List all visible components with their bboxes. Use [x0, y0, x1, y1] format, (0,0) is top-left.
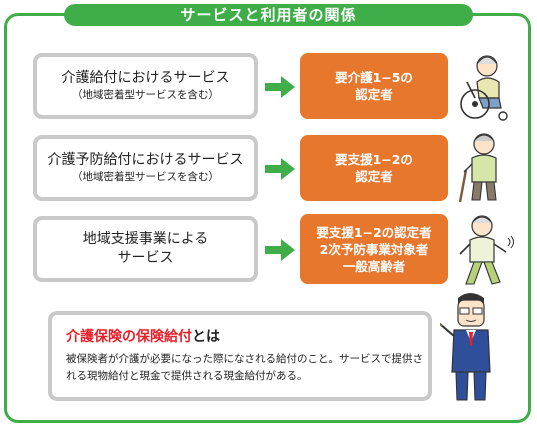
- target-line: 認定者: [355, 87, 393, 102]
- arrow-right-icon: [265, 158, 295, 180]
- service-label: 介護予防給付におけるサービス: [47, 152, 244, 168]
- elderly-walking-icon: [459, 215, 514, 285]
- target-box-community: 要支援1−2の認定者 2次予防事業対象者 一般高齢者: [300, 214, 448, 284]
- target-box-care-level: 要介護1−5の 認定者: [300, 53, 448, 119]
- definition-title-highlight: 介護保険の保険給付: [66, 329, 192, 345]
- teacher-pointer-icon: [440, 293, 491, 401]
- service-sublabel: （地域密着型サービスを含む）: [72, 171, 219, 183]
- elderly-wheelchair-icon: [460, 55, 508, 121]
- target-line: 一般高齢者: [342, 258, 406, 274]
- service-box-care-benefits: 介護給付におけるサービス （地域密着型サービスを含む）: [33, 53, 258, 119]
- target-box-support-level: 要支援1−2の 認定者: [300, 135, 448, 201]
- service-label-line: 地域支援事業による: [82, 231, 209, 247]
- target-line: 要介護1−5の: [335, 70, 413, 85]
- service-box-community-support: 地域支援事業による サービス: [33, 216, 258, 282]
- diagram-title: サービスと利用者の関係: [64, 4, 473, 26]
- service-sublabel: （地域密着型サービスを含む）: [72, 89, 219, 101]
- service-label: 介護給付におけるサービス: [61, 70, 230, 86]
- target-line: 要支援1−2の: [335, 152, 413, 167]
- target-line: 要支援1−2の認定者: [316, 224, 432, 240]
- arrow-right-icon: [265, 76, 295, 98]
- definition-body: 被保険者が介護が必要になった際になされる給付のこと。サービスで提供される現物給付…: [66, 353, 423, 382]
- arrow-right-icon: [265, 239, 295, 261]
- service-label-line: サービス: [117, 250, 174, 266]
- definition-box: 介護保険の保険給付とは 被保険者が介護が必要になった際になされる給付のこと。サー…: [48, 311, 432, 401]
- definition-title-suffix: とは: [192, 329, 220, 345]
- service-box-preventive-benefits: 介護予防給付におけるサービス （地域密着型サービスを含む）: [33, 135, 258, 201]
- target-line: 2次予防事業対象者: [319, 241, 429, 257]
- elderly-cane-icon: [458, 133, 497, 203]
- target-line: 認定者: [355, 169, 393, 184]
- definition-title: 介護保険の保険給付とは: [66, 326, 220, 346]
